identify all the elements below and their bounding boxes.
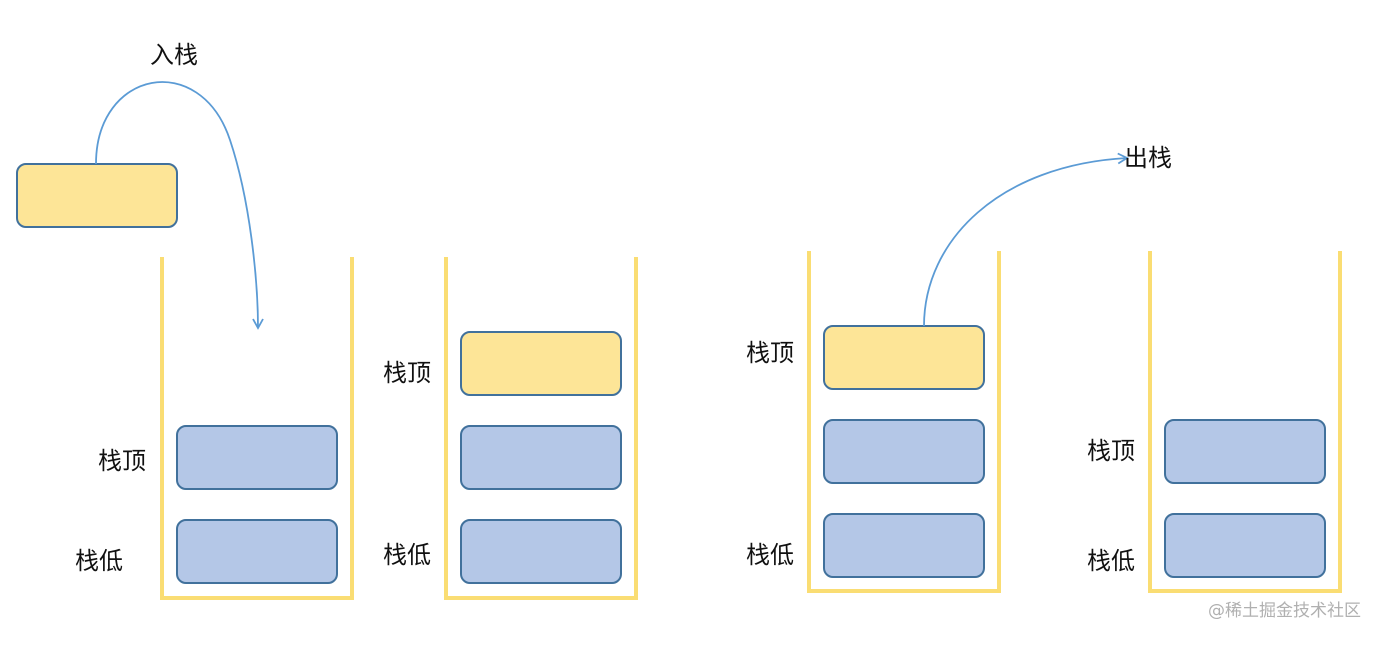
stack-4-block-top (1164, 419, 1326, 484)
stack-3-top-label: 栈顶 (746, 339, 794, 367)
stack-3 (807, 251, 1001, 593)
stack-1-container (160, 257, 354, 600)
pop-label: 出栈 (1124, 144, 1172, 172)
stack-1-block-top (176, 425, 338, 490)
stack-4-top-label: 栈顶 (1087, 437, 1135, 465)
stack-2-bottom-label: 栈低 (383, 541, 431, 569)
push-label: 入栈 (150, 41, 198, 69)
stack-1 (160, 257, 354, 600)
stack-2-top-label: 栈顶 (383, 359, 431, 387)
stack-4-bottom-label: 栈低 (1087, 547, 1135, 575)
stack-4-container (1148, 251, 1342, 593)
stack-3-block-middle (823, 419, 985, 484)
stack-2-block-top (460, 331, 622, 396)
incoming-block (16, 163, 178, 228)
stack-1-bottom-label: 栈低 (75, 547, 123, 575)
stack-4-block-bottom (1164, 513, 1326, 578)
stack-2-block-bottom (460, 519, 622, 584)
watermark: @稀土掘金技术社区 (1208, 601, 1361, 621)
stack-3-bottom-label: 栈低 (746, 541, 794, 569)
stack-2-block-middle (460, 425, 622, 490)
stack-3-block-bottom (823, 513, 985, 578)
stack-2-container (444, 257, 638, 600)
stack-4 (1148, 251, 1342, 593)
push-arrow (95, 81, 264, 330)
stack-1-top-label: 栈顶 (98, 447, 146, 475)
stack-3-container (807, 251, 1001, 593)
stack-1-block-bottom (176, 519, 338, 584)
pop-arrow (923, 152, 1129, 327)
stack-3-block-top (823, 325, 985, 390)
stack-2 (444, 257, 638, 600)
